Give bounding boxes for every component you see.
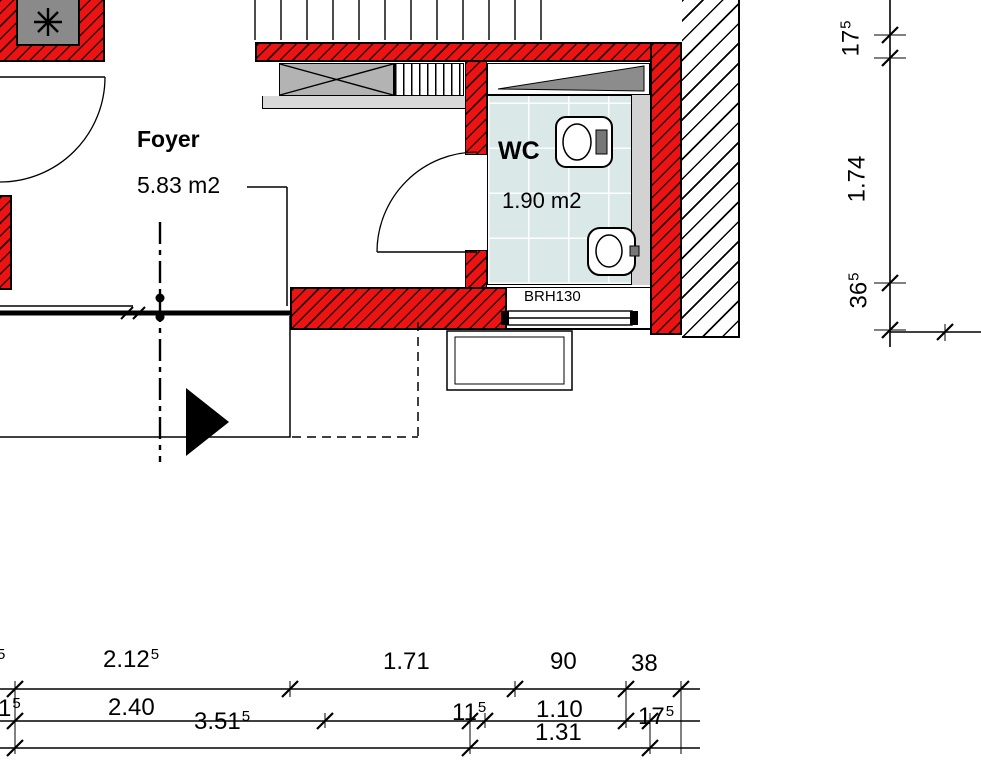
radiator <box>394 63 464 96</box>
wall-right <box>650 42 682 335</box>
dim-b1-3: 90 <box>550 649 578 678</box>
wall-top <box>255 42 650 62</box>
dim-sup: 5 <box>12 695 21 712</box>
room-label-foyer: Foyer <box>137 126 200 152</box>
room-area-wc: 1.90 m2 <box>502 188 582 213</box>
dim-right-3: 365 <box>845 256 876 326</box>
dim-b2-cut: 15 <box>0 695 21 725</box>
light-well <box>446 330 573 391</box>
dim-right-2: 1.74 <box>843 144 874 214</box>
wc-door <box>376 151 478 253</box>
dim-value: 11 <box>452 699 477 726</box>
dim-value: 38 <box>631 650 658 677</box>
shaft-x-icon <box>279 63 394 96</box>
dim-value: 3.51 <box>194 708 241 735</box>
foyer-door <box>0 76 106 183</box>
toilet-icon <box>555 116 613 168</box>
niche-back-strip <box>262 96 467 109</box>
wall-bottom <box>290 287 507 330</box>
dim-value: 90 <box>550 648 577 675</box>
dim-value: 17 <box>638 703 665 730</box>
dim-sup: 5 <box>241 708 251 725</box>
room-area-foyer: 5.83 m2 <box>137 172 221 198</box>
stair-treads <box>254 0 542 40</box>
dim-b3-1: 3.515 <box>194 708 251 738</box>
window-symbol <box>501 310 638 326</box>
wc-wall-face <box>632 95 650 285</box>
porch-outline <box>0 316 291 438</box>
dim-value: 36 <box>845 281 873 309</box>
dim-b1-4: 38 <box>631 651 659 680</box>
dim-b1-1: 2.125 <box>103 646 160 676</box>
dim-sup: 5 <box>665 703 675 720</box>
dimension-ticks <box>6 26 954 757</box>
dimension-lines <box>0 0 981 749</box>
dim-value: 1.74 <box>843 155 871 203</box>
dim-b3-2: 1.31 <box>535 720 583 749</box>
dim-value: 1.31 <box>535 719 582 746</box>
dim-value: 2.40 <box>108 694 155 721</box>
room-label-wc: WC <box>498 137 540 165</box>
dim-value: 2.12 <box>103 646 150 673</box>
section-line <box>155 222 229 462</box>
dim-value: 1 <box>0 695 12 722</box>
wall-wc-left-lower <box>465 250 487 287</box>
entrance-threshold <box>0 305 290 320</box>
dim-b2-2: 115 <box>452 699 487 729</box>
wall-left <box>0 195 12 290</box>
section-arrow-icon <box>186 388 229 456</box>
sink-icon <box>587 227 640 276</box>
chimney-star-icon <box>34 8 62 36</box>
dim-b2-1: 2.40 <box>108 695 156 724</box>
dim-value: 1.71 <box>383 648 430 675</box>
dim-sup: 5 <box>477 699 487 716</box>
dim-b1-2: 1.71 <box>383 649 431 678</box>
wall-wc-left-upper <box>465 62 487 155</box>
dashed-overhang <box>292 322 419 438</box>
dim-value: 1.10 <box>536 696 583 723</box>
dim-b2-4: 175 <box>638 703 675 733</box>
dim-b2-3: 1.10 <box>536 697 584 726</box>
window-label: BRH130 <box>524 288 581 305</box>
dim-b1-cut: 5 <box>0 646 6 676</box>
dim-right-1: 175 <box>837 4 868 74</box>
lintel-wedge <box>497 65 645 92</box>
dim-sup: 5 <box>837 20 855 29</box>
dim-sup: 5 <box>0 646 6 663</box>
foyer-right-wall <box>247 186 288 306</box>
neighbor-building-hatch <box>682 0 740 338</box>
dim-value: 17 <box>837 29 865 57</box>
dim-sup: 5 <box>150 646 160 663</box>
dim-sup: 5 <box>845 272 863 281</box>
